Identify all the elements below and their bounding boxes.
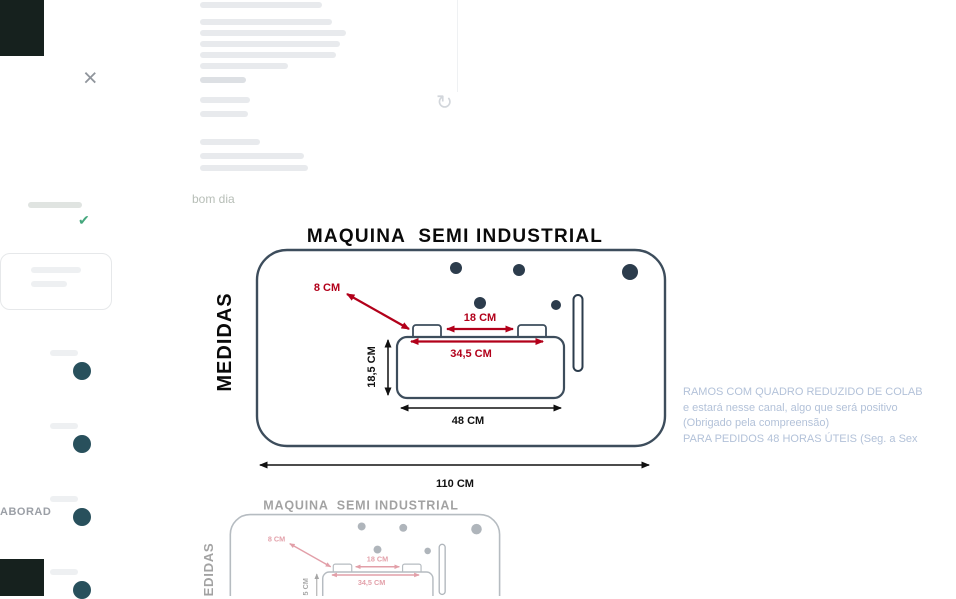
faded-text-line (200, 77, 246, 83)
list-dot-icon (73, 508, 91, 526)
machine-hole (622, 264, 638, 280)
faded-text-line (200, 19, 332, 25)
faded-text-line (31, 267, 81, 273)
dim-label-48cm: 48 CM (452, 415, 484, 427)
chat-greeting: bom dia (192, 192, 235, 206)
dim-label-110cm: 110 CM (436, 478, 474, 490)
faded-text-line (200, 97, 250, 103)
dim-arrow-8cm (346, 293, 410, 330)
diagram-side-label: MEDIDAS (214, 292, 236, 391)
diagram-title: MAQUINA SEMI INDUSTRIAL (307, 226, 603, 247)
faded-text-line (28, 202, 82, 208)
note-line: RAMOS COM QUADRO REDUZIDO DE COLAB (683, 386, 923, 398)
faded-text-line (50, 569, 78, 575)
background-dark-corner-top (0, 0, 44, 56)
note-line: PARA PEDIDOS 48 HORAS ÚTEIS (Seg. a Sex (683, 432, 918, 445)
faded-text-line (200, 41, 340, 47)
dim-label-18cm: 18 CM (464, 312, 496, 324)
sidebar-label-fragment: ABORAD (0, 506, 52, 518)
dim-label-8cm: 8 CM (314, 282, 340, 294)
machine-hole (450, 262, 462, 274)
note-line: e estará nesse canal, algo que será posi… (683, 401, 898, 414)
machine-slot (572, 294, 584, 372)
close-icon[interactable]: × (83, 64, 98, 92)
list-dot-icon (73, 435, 91, 453)
faded-card (0, 253, 112, 310)
dim-label-18-5cm: 18,5 CM (366, 346, 378, 388)
note-line: (Obrigado pela compreensão) (683, 417, 830, 429)
list-dot-icon (73, 581, 91, 599)
faded-text-line (200, 153, 304, 159)
faded-text-line (200, 63, 288, 69)
faded-text-line (200, 139, 260, 145)
machine-base (395, 335, 566, 400)
faded-text-line (50, 350, 78, 356)
faded-text-line (200, 2, 322, 8)
faded-text-line (50, 496, 78, 502)
list-dot-icon (73, 362, 91, 380)
machine-hole (474, 297, 486, 309)
faded-text-line (200, 165, 308, 171)
faded-text-line (50, 423, 78, 429)
background-dark-corner-bottom (0, 559, 44, 596)
machine-hole (551, 300, 561, 310)
check-icon: ✔ (78, 212, 90, 228)
faded-text-line (200, 30, 346, 36)
faded-text-line (200, 52, 336, 58)
faded-note-block: RAMOS COM QUADRO REDUZIDO DE COLAB e est… (683, 385, 956, 447)
faded-divider (457, 0, 458, 92)
dim-label-34-5cm: 34,5 CM (450, 348, 492, 360)
circular-arrow-icon[interactable]: ↻ (436, 92, 453, 114)
faded-text-line (31, 281, 67, 287)
machine-hole (513, 264, 525, 276)
faded-text-line (200, 111, 248, 117)
faded-diagram-copy (201, 498, 499, 596)
